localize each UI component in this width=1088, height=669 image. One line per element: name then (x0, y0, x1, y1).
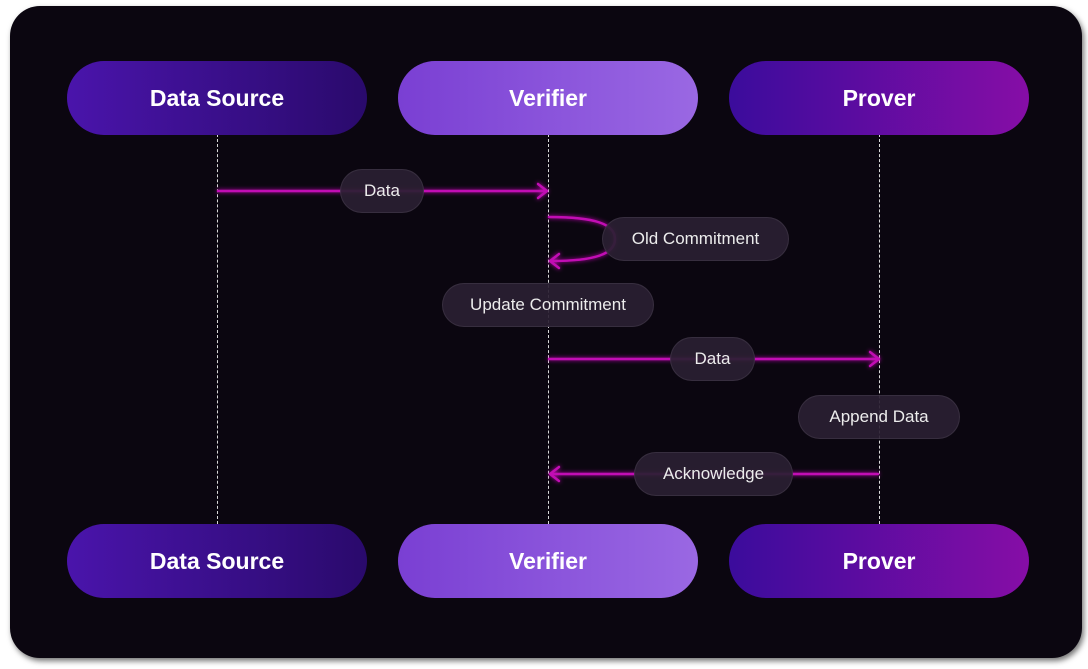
lifeline-prover (879, 134, 880, 524)
participant-verifier-bottom: Verifier (398, 524, 698, 598)
message-data-1: Data (340, 169, 424, 213)
participant-label: Verifier (509, 547, 587, 574)
arrowhead-data-verifier-to-prover (868, 350, 881, 368)
diagram-frame: Data Source Verifier Prover Data Old Com… (10, 6, 1082, 658)
message-acknowledge: Acknowledge (634, 452, 793, 496)
participant-label: Verifier (509, 84, 587, 111)
message-old-commitment: Old Commitment (602, 217, 789, 261)
arrowhead-acknowledge-prover-to-verifier (548, 465, 561, 483)
lifeline-data-source (217, 134, 218, 524)
lifeline-verifier (548, 134, 549, 524)
participant-verifier-top: Verifier (398, 61, 698, 135)
participant-data-source-top: Data Source (67, 61, 367, 135)
participant-label: Data Source (149, 84, 285, 111)
participant-data-source-bottom: Data Source (67, 524, 367, 598)
message-data-2: Data (670, 337, 755, 381)
participant-label: Data Source (149, 547, 285, 574)
message-append-data: Append Data (798, 395, 960, 439)
participant-label: Prover (842, 84, 916, 111)
arrowhead-old-commitment-loop (548, 252, 561, 270)
message-update-commitment: Update Commitment (442, 283, 654, 327)
participant-prover-bottom: Prover (729, 524, 1029, 598)
participant-label: Prover (842, 547, 916, 574)
participant-prover-top: Prover (729, 61, 1029, 135)
arrowhead-data-source-to-verifier (536, 182, 549, 200)
